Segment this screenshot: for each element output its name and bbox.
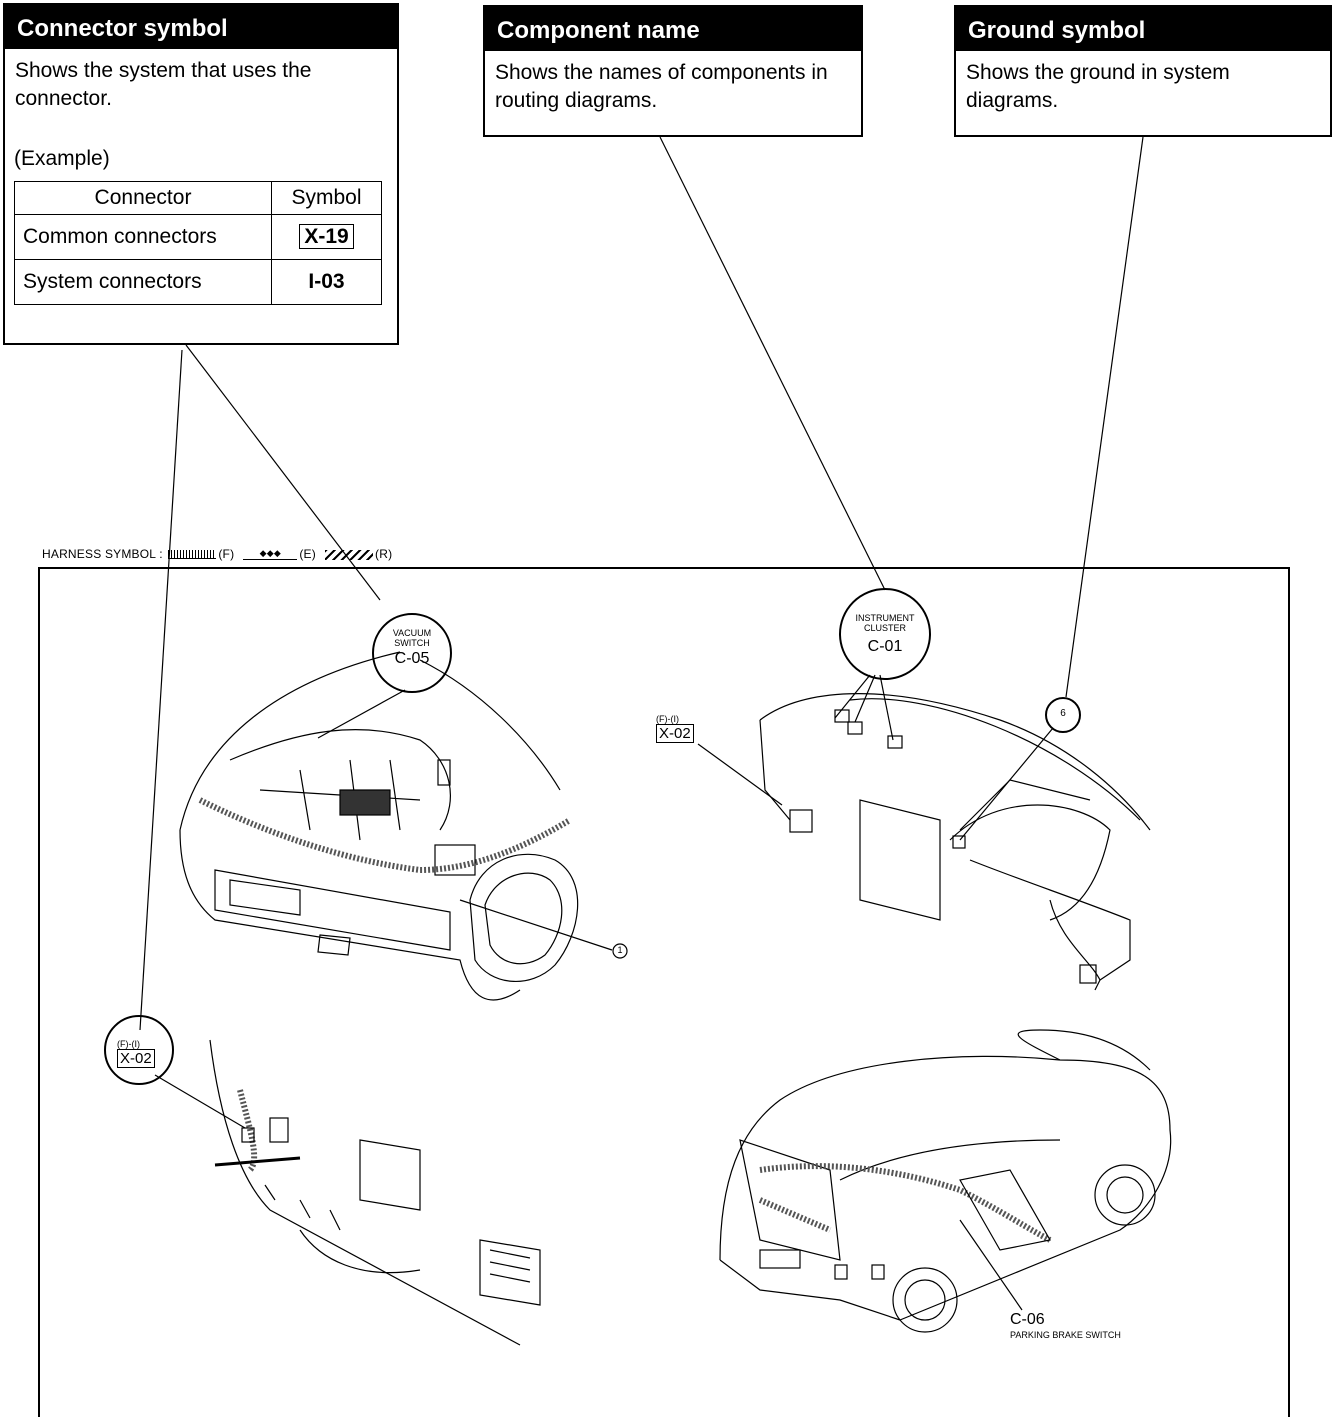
component-name-description: Shows the names of components in routing… bbox=[495, 61, 828, 112]
harness-symbol-label: HARNESS SYMBOL : bbox=[42, 547, 163, 561]
ground-6-circle bbox=[1045, 697, 1081, 733]
instrument-cluster-name-line2: CLUSTER bbox=[863, 623, 906, 633]
vacuum-switch-name: VACUUM SWITCH bbox=[380, 628, 444, 648]
leader-line-vacuum bbox=[185, 344, 381, 601]
x02-prefix-dash: (F)-(I) bbox=[656, 714, 679, 724]
table-header-symbol: Symbol bbox=[271, 181, 382, 215]
vacuum-switch-circle bbox=[372, 613, 452, 693]
harness-symbol-legend: HARNESS SYMBOL : (F) ◆◆◆(E) (R) bbox=[42, 547, 392, 561]
vacuum-switch-code: C-05 bbox=[394, 650, 430, 667]
x02-code-interior: X-02 bbox=[117, 1049, 155, 1068]
table-cell-connector: Common connectors bbox=[14, 214, 272, 260]
ground-symbol-description: Shows the ground in system diagrams. bbox=[966, 61, 1230, 112]
component-name-title: Component name bbox=[485, 7, 861, 51]
harness-e-label: (E) bbox=[299, 547, 316, 561]
harness-f-label: (F) bbox=[218, 547, 235, 561]
x02-circle bbox=[104, 1015, 174, 1085]
ground-6-number: 6 bbox=[1060, 708, 1066, 719]
harness-r-label: (R) bbox=[375, 547, 393, 561]
harness-r-swatch bbox=[325, 549, 374, 560]
x02-prefix-interior: (F)-(I) bbox=[117, 1039, 140, 1049]
instrument-cluster-code: C-01 bbox=[867, 638, 903, 655]
table-cell-symbol: X-19 bbox=[271, 214, 382, 260]
component-name-callout: Component name Shows the names of compon… bbox=[483, 5, 863, 137]
common-connector-symbol: X-19 bbox=[299, 224, 354, 249]
instrument-cluster-name: INSTRUMENT CLUSTER bbox=[840, 613, 930, 633]
ground-symbol-callout: Ground symbol Shows the ground in system… bbox=[954, 5, 1332, 137]
connector-example-table: Connector Symbol Common connectors X-19 … bbox=[14, 181, 382, 305]
engine-ground-circle bbox=[612, 943, 628, 959]
vacuum-switch-name-line2: SWITCH bbox=[394, 638, 430, 648]
instrument-cluster-name-line1: INSTRUMENT bbox=[855, 613, 915, 623]
leader-line-x02 bbox=[139, 349, 183, 1031]
leader-line-ground bbox=[1065, 136, 1144, 698]
harness-f-swatch bbox=[168, 550, 217, 560]
leader-line-instrument bbox=[659, 136, 886, 591]
ground-symbol-title: Ground symbol bbox=[956, 7, 1330, 51]
parking-brake-name: PARKING BRAKE SWITCH bbox=[1010, 1330, 1121, 1340]
x02-code-interior-text: X-02 bbox=[117, 1049, 155, 1068]
table-cell-connector: System connectors bbox=[14, 259, 272, 305]
table-row: System connectors I-03 bbox=[14, 259, 382, 305]
diagram-frame bbox=[38, 567, 1290, 1417]
table-header-connector: Connector bbox=[14, 181, 272, 215]
system-connector-symbol: I-03 bbox=[271, 259, 382, 305]
x02-code-dash: X-02 bbox=[656, 724, 694, 743]
connector-symbol-callout: Connector symbol Shows the system that u… bbox=[3, 3, 399, 345]
connector-symbol-description: Shows the system that uses the connector… bbox=[15, 59, 312, 110]
parking-brake-code: C-06 bbox=[1010, 1311, 1045, 1328]
harness-e-swatch: ◆◆◆ bbox=[243, 549, 298, 561]
example-label: (Example) bbox=[14, 147, 110, 170]
connector-symbol-title: Connector symbol bbox=[5, 5, 397, 49]
engine-ground-number: 1 bbox=[617, 945, 623, 955]
table-row: Common connectors X-19 bbox=[14, 214, 382, 260]
vacuum-switch-name-line1: VACUUM bbox=[392, 628, 432, 638]
x02-code-dash-text: X-02 bbox=[656, 724, 694, 743]
instrument-cluster-circle bbox=[839, 588, 931, 680]
